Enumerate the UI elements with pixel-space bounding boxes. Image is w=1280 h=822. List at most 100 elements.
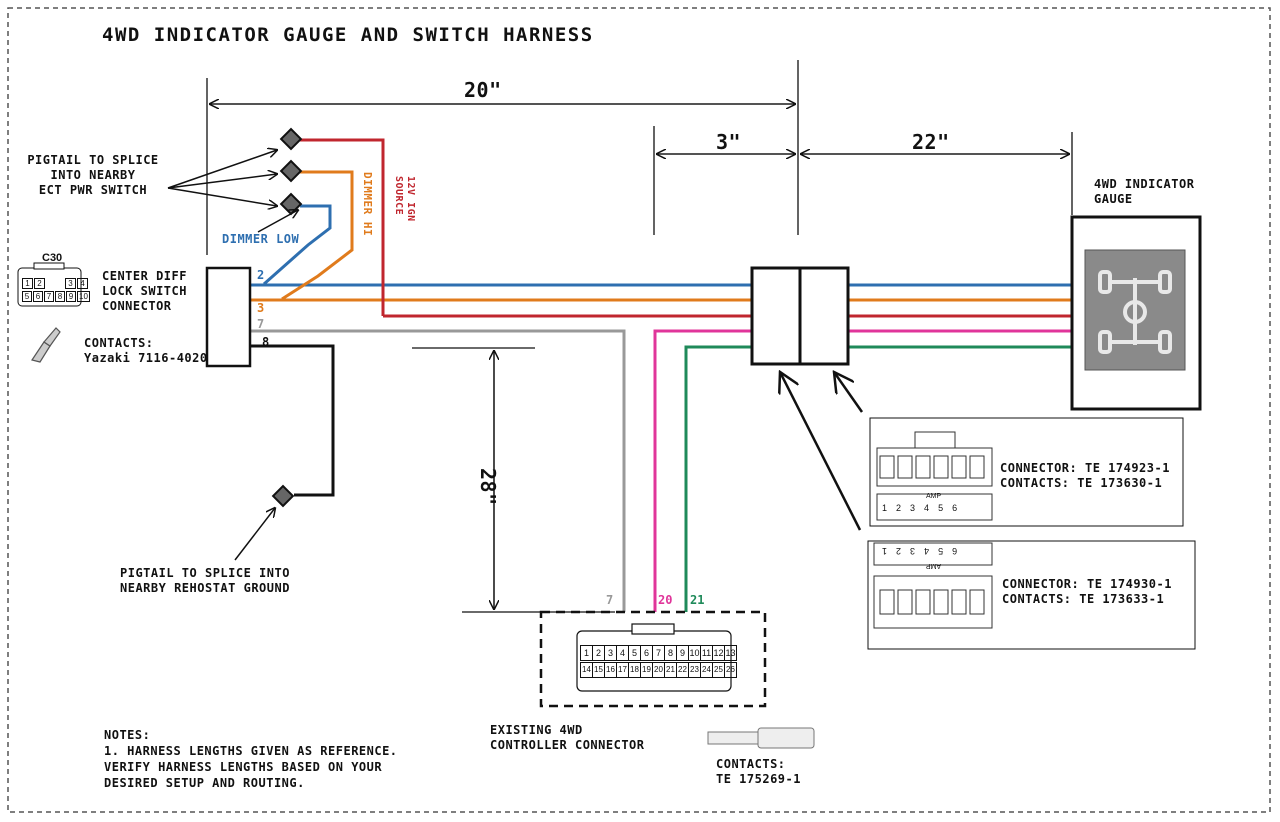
controller-contact-icon [707, 727, 815, 749]
controller-contacts-line: CONTACTS: [716, 757, 786, 771]
connector-a-panel [869, 417, 1184, 527]
wire-pink [653, 329, 1072, 612]
page-border [7, 7, 1271, 813]
page-title: 4WD INDICATOR GAUGE AND SWITCH HARNESS [102, 24, 594, 46]
connector-a-pin: 2 [896, 503, 902, 513]
pigtail-bottom-line: NEARBY REHOSTAT GROUND [120, 581, 290, 595]
controller-pin: 26 [724, 662, 737, 678]
connector-b-pin: 2 [896, 546, 902, 556]
center-diff-label-line: CONNECTOR [102, 299, 172, 313]
connector-b-label: CONNECTOR: TE 174930-1 CONTACTS: TE 1736… [1002, 577, 1172, 607]
controller-label-line: CONTROLLER CONNECTOR [490, 738, 645, 752]
pigtail-bottom-line: PIGTAIL TO SPLICE INTO [120, 566, 290, 580]
controller-pin-label: 20 [658, 593, 673, 607]
notes-line: DESIRED SETUP AND ROUTING. [104, 776, 305, 790]
c30-pin: 1 [22, 278, 33, 289]
connector-b-tag: AMP [926, 562, 942, 569]
pigtail-terminal [279, 159, 303, 183]
connector-b-pin: 4 [924, 546, 930, 556]
c30-row-top: 1 2 3 4 [22, 278, 88, 289]
wire-red [300, 138, 1072, 318]
controller-label: EXISTING 4WD CONTROLLER CONNECTOR [490, 723, 645, 753]
connector-b-pin: 1 [882, 546, 888, 556]
connector-b-pin: 3 [910, 546, 916, 556]
dimension-3in [653, 126, 795, 235]
controller-contacts-line: TE 175269-1 [716, 772, 801, 786]
controller-connector-drawing [576, 623, 732, 692]
dimension-28in [412, 347, 615, 613]
connector-b-panel [867, 540, 1196, 650]
connector-a-pin: 1 [882, 503, 888, 513]
gauge-label: 4WD INDICATOR GAUGE [1094, 177, 1194, 207]
ign-label-line: SOURCE [393, 176, 404, 216]
notes-line: NOTES: [104, 728, 151, 742]
c30-pin: 7 [44, 291, 54, 302]
ign-label-line: 12V IGN [405, 176, 416, 222]
connector-b-pin: 6 [952, 546, 958, 556]
arrow-pigtail [234, 508, 275, 561]
connector-b-pins: 6 5 4 3 2 1 [882, 546, 957, 556]
c30-pin: 2 [34, 278, 45, 289]
pin-number: 7 [257, 317, 265, 331]
pin-number: 3 [257, 301, 265, 315]
wire-blue [250, 204, 1072, 287]
pigtail-bottom-label: PIGTAIL TO SPLICE INTO NEARBY REHOSTAT G… [120, 566, 290, 596]
notes: NOTES: 1. HARNESS LENGTHS GIVEN AS REFER… [104, 727, 398, 791]
wire-black [250, 344, 335, 497]
wire-green [684, 345, 1072, 612]
c30-gap [46, 278, 64, 289]
connector-a-drawing [876, 431, 993, 521]
dimension-22in [801, 132, 1073, 215]
connector-a-label: CONNECTOR: TE 174923-1 CONTACTS: TE 1736… [1000, 461, 1170, 491]
arrow-pigtail [167, 187, 277, 206]
pigtail-terminal [279, 127, 303, 151]
controller-pin-label: 7 [606, 593, 614, 607]
controller-contacts: CONTACTS: TE 175269-1 [716, 757, 801, 787]
connector-b-drawing [873, 542, 993, 629]
controller-label-line: EXISTING 4WD [490, 723, 583, 737]
c30-pin: 5 [22, 291, 32, 302]
center-diff-connector [205, 266, 252, 368]
arrow-to-connector-b [834, 372, 864, 413]
pigtail-terminal [271, 484, 295, 508]
connector-a-pin: 6 [952, 503, 958, 513]
connector-a-line: CONNECTOR: TE 174923-1 [1000, 461, 1170, 475]
controller-pin: 13 [724, 645, 737, 661]
pigtail-top-line: PIGTAIL TO SPLICE [27, 153, 159, 167]
center-diff-contacts-line: CONTACTS: [84, 336, 154, 350]
center-diff-contacts: CONTACTS: Yazaki 7116-4020 [84, 336, 208, 366]
arrow-to-connector-a [780, 372, 862, 531]
notes-line: 1. HARNESS LENGTHS GIVEN AS REFERENCE. [104, 744, 398, 758]
dimension-20in [206, 60, 799, 255]
gauge-label-line: 4WD INDICATOR [1094, 177, 1195, 191]
dimension-label-20: 20" [464, 78, 502, 102]
arrow-dimmer-low [257, 210, 298, 233]
gauge-label-line: GAUGE [1094, 192, 1133, 206]
arrow-pigtail [167, 174, 277, 189]
gauge-4wd-icon [1098, 270, 1172, 354]
c30-pin: 10 [77, 291, 90, 302]
c30-pin: 4 [77, 278, 88, 289]
pigtail-top-line: ECT PWR SWITCH [38, 183, 148, 197]
connector-a-tag: AMP [926, 493, 942, 500]
dimension-label-28: 28" [476, 468, 500, 506]
ign-source-label: 12V IGN SOURCE [392, 176, 416, 222]
c30-row-bottom: 5 6 7 8 9 10 [22, 291, 90, 302]
dimension-label-3: 3" [716, 130, 742, 154]
pigtail-top-line: INTO NEARBY [50, 168, 136, 182]
connector-b-pin: 5 [938, 546, 944, 556]
center-diff-label-line: LOCK SWITCH [102, 284, 187, 298]
wire-gray [250, 329, 626, 612]
connector-b-line: CONNECTOR: TE 174930-1 [1002, 577, 1172, 591]
pigtail-top-label: PIGTAIL TO SPLICE INTO NEARBY ECT PWR SW… [18, 153, 168, 198]
wire-orange [250, 170, 1072, 302]
connector-a-body [750, 266, 802, 366]
connector-a-pin: 4 [924, 503, 930, 513]
center-diff-label: CENTER DIFF LOCK SWITCH CONNECTOR [102, 269, 187, 314]
connector-a-pin: 3 [910, 503, 916, 513]
connector-b-line: CONTACTS: TE 173633-1 [1002, 592, 1165, 606]
connector-a-pins: 1 2 3 4 5 6 [882, 503, 957, 513]
connector-a-line: CONTACTS: TE 173630-1 [1000, 476, 1163, 490]
